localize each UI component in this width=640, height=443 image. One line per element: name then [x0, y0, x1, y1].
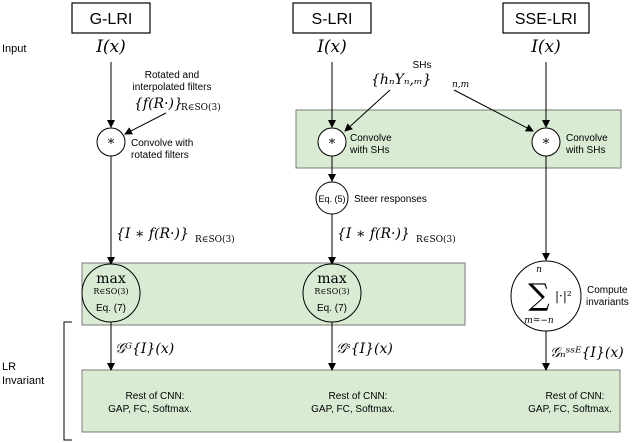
s-response-math: {I ∗ f(R·)} — [337, 226, 410, 242]
g-arrow-filters — [124, 112, 167, 135]
sse-sum-top: n — [536, 265, 542, 275]
header-s-lri-label: S-LRI — [312, 11, 353, 28]
s-eq-label: Eq. (7) — [317, 303, 347, 314]
g-response-math: {I ∗ f(R·)} — [116, 226, 189, 242]
sse-cnn-line2: GAP, FC, Softmax. — [528, 404, 612, 415]
sse-compute-label-2: invariants — [586, 297, 629, 308]
sse-conv-label-1: Convolve — [566, 133, 608, 144]
sse-sum-body: |·|² — [555, 289, 572, 303]
s-shs-label: SHs — [413, 60, 432, 71]
row-label-lr: LR — [2, 361, 16, 373]
g-max-label: max — [96, 271, 126, 287]
g-filters-math: {f(R·)} — [134, 96, 183, 112]
sse-sum-bottom: m=−n — [524, 316, 554, 326]
row-label-invariant: Invariant — [2, 375, 44, 387]
s-arrow-shs — [344, 89, 391, 132]
g-filters-sub: R∈SO(3) — [181, 102, 221, 113]
g-response-sub: R∈SO(3) — [195, 234, 235, 245]
sse-conv-symbol: * — [543, 137, 550, 152]
s-steer-eq: Eq. (5) — [318, 194, 345, 204]
s-shs-sub: n,m — [452, 80, 469, 90]
g-cnn-line2: GAP, FC, Softmax. — [108, 404, 192, 415]
s-conv-label-2: with SHs — [349, 145, 389, 156]
g-conv-label-2: rotated filters — [131, 150, 189, 161]
sse-arrow-shs — [453, 89, 534, 132]
g-conv-symbol: * — [108, 137, 115, 152]
s-steer-label: Steer responses — [354, 194, 427, 205]
sse-sum-symbol: ∑ — [528, 278, 550, 313]
sse-cnn-line1: Rest of CNN: — [546, 391, 605, 402]
s-response-sub: R∈SO(3) — [416, 234, 456, 245]
s-conv-symbol: * — [329, 137, 336, 152]
sse-output-math: 𝒢ₙˢˢᴱ{I}(x) — [550, 345, 624, 361]
s-max-label: max — [317, 271, 347, 287]
s-cnn-line2: GAP, FC, Softmax. — [311, 404, 395, 415]
header-g-lri-label: G-LRI — [90, 11, 133, 28]
cnn-panel — [81, 369, 621, 433]
input-sse: I(x) — [530, 37, 561, 57]
header-sse-lri: SSE-LRI — [502, 2, 590, 34]
sse-compute-label-1: Compute — [587, 285, 628, 296]
input-g: I(x) — [95, 37, 126, 57]
max-panel — [81, 262, 466, 326]
header-sse-lri-label: SSE-LRI — [515, 11, 577, 28]
convolve-shs-panel — [295, 109, 622, 169]
input-s: I(x) — [316, 37, 347, 57]
header-g-lri: G-LRI — [71, 2, 151, 34]
sse-conv-label-2: with SHs — [565, 145, 605, 156]
g-filters-label-2: interpolated filters — [133, 82, 212, 93]
g-output-math: 𝒢ᴳ{I}(x) — [115, 341, 174, 357]
g-max-sub: R∈SO(3) — [93, 287, 128, 296]
g-eq-label: Eq. (7) — [96, 303, 126, 314]
s-shs-math: {hₙYₙ,ₘ} — [371, 72, 431, 88]
s-max-sub: R∈SO(3) — [314, 287, 349, 296]
row-label-input: Input — [2, 43, 26, 55]
header-s-lri: S-LRI — [292, 2, 372, 34]
g-conv-label-1: Convolve with — [131, 138, 193, 149]
g-cnn-line1: Rest of CNN: — [126, 391, 185, 402]
g-filters-label-1: Rotated and — [145, 70, 200, 81]
s-conv-label-1: Convolve — [350, 133, 392, 144]
lr-invariant-bracket — [63, 321, 72, 441]
s-output-math: 𝒢ˢ{I}(x) — [336, 341, 393, 357]
s-cnn-line1: Rest of CNN: — [329, 391, 388, 402]
